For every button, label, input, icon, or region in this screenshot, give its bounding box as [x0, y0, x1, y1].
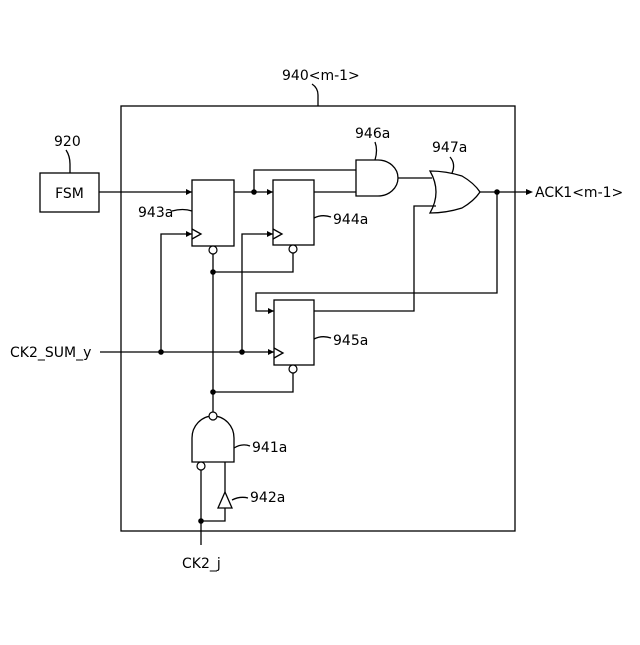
ff-945a-label: 945a: [333, 333, 368, 349]
fsm-ref-label: 920: [54, 134, 81, 150]
ff-944a-label: 944a: [333, 212, 368, 228]
ff-945a-reset-bubble: [289, 365, 297, 373]
arrow-ack-out: [526, 189, 533, 195]
and-gate-946a: [356, 160, 398, 196]
block-leader: [312, 84, 318, 106]
block-label: 940<m-1>: [282, 68, 360, 84]
fsm-ref-leader: [66, 150, 70, 173]
ff-943a-label: 943a: [138, 205, 173, 221]
and-gate-label: 946a: [355, 126, 390, 142]
output-label: ACK1<m-1>: [535, 185, 623, 201]
nand-gate-label: 941a: [252, 440, 287, 456]
nand-gate-941a: [192, 416, 234, 462]
ff-944a-reset-bubble: [289, 245, 297, 253]
fsm-label: FSM: [55, 186, 84, 202]
ff-943a-reset-bubble: [209, 246, 217, 254]
nand-output-bubble: [209, 412, 217, 420]
nand-input-bubble: [197, 462, 205, 470]
clock-input-label: CK2_SUM_y: [10, 345, 91, 361]
inverter-label: 942a: [250, 490, 285, 506]
or-gate-label: 947a: [432, 140, 467, 156]
reset-input-label: CK2_j: [182, 556, 221, 572]
